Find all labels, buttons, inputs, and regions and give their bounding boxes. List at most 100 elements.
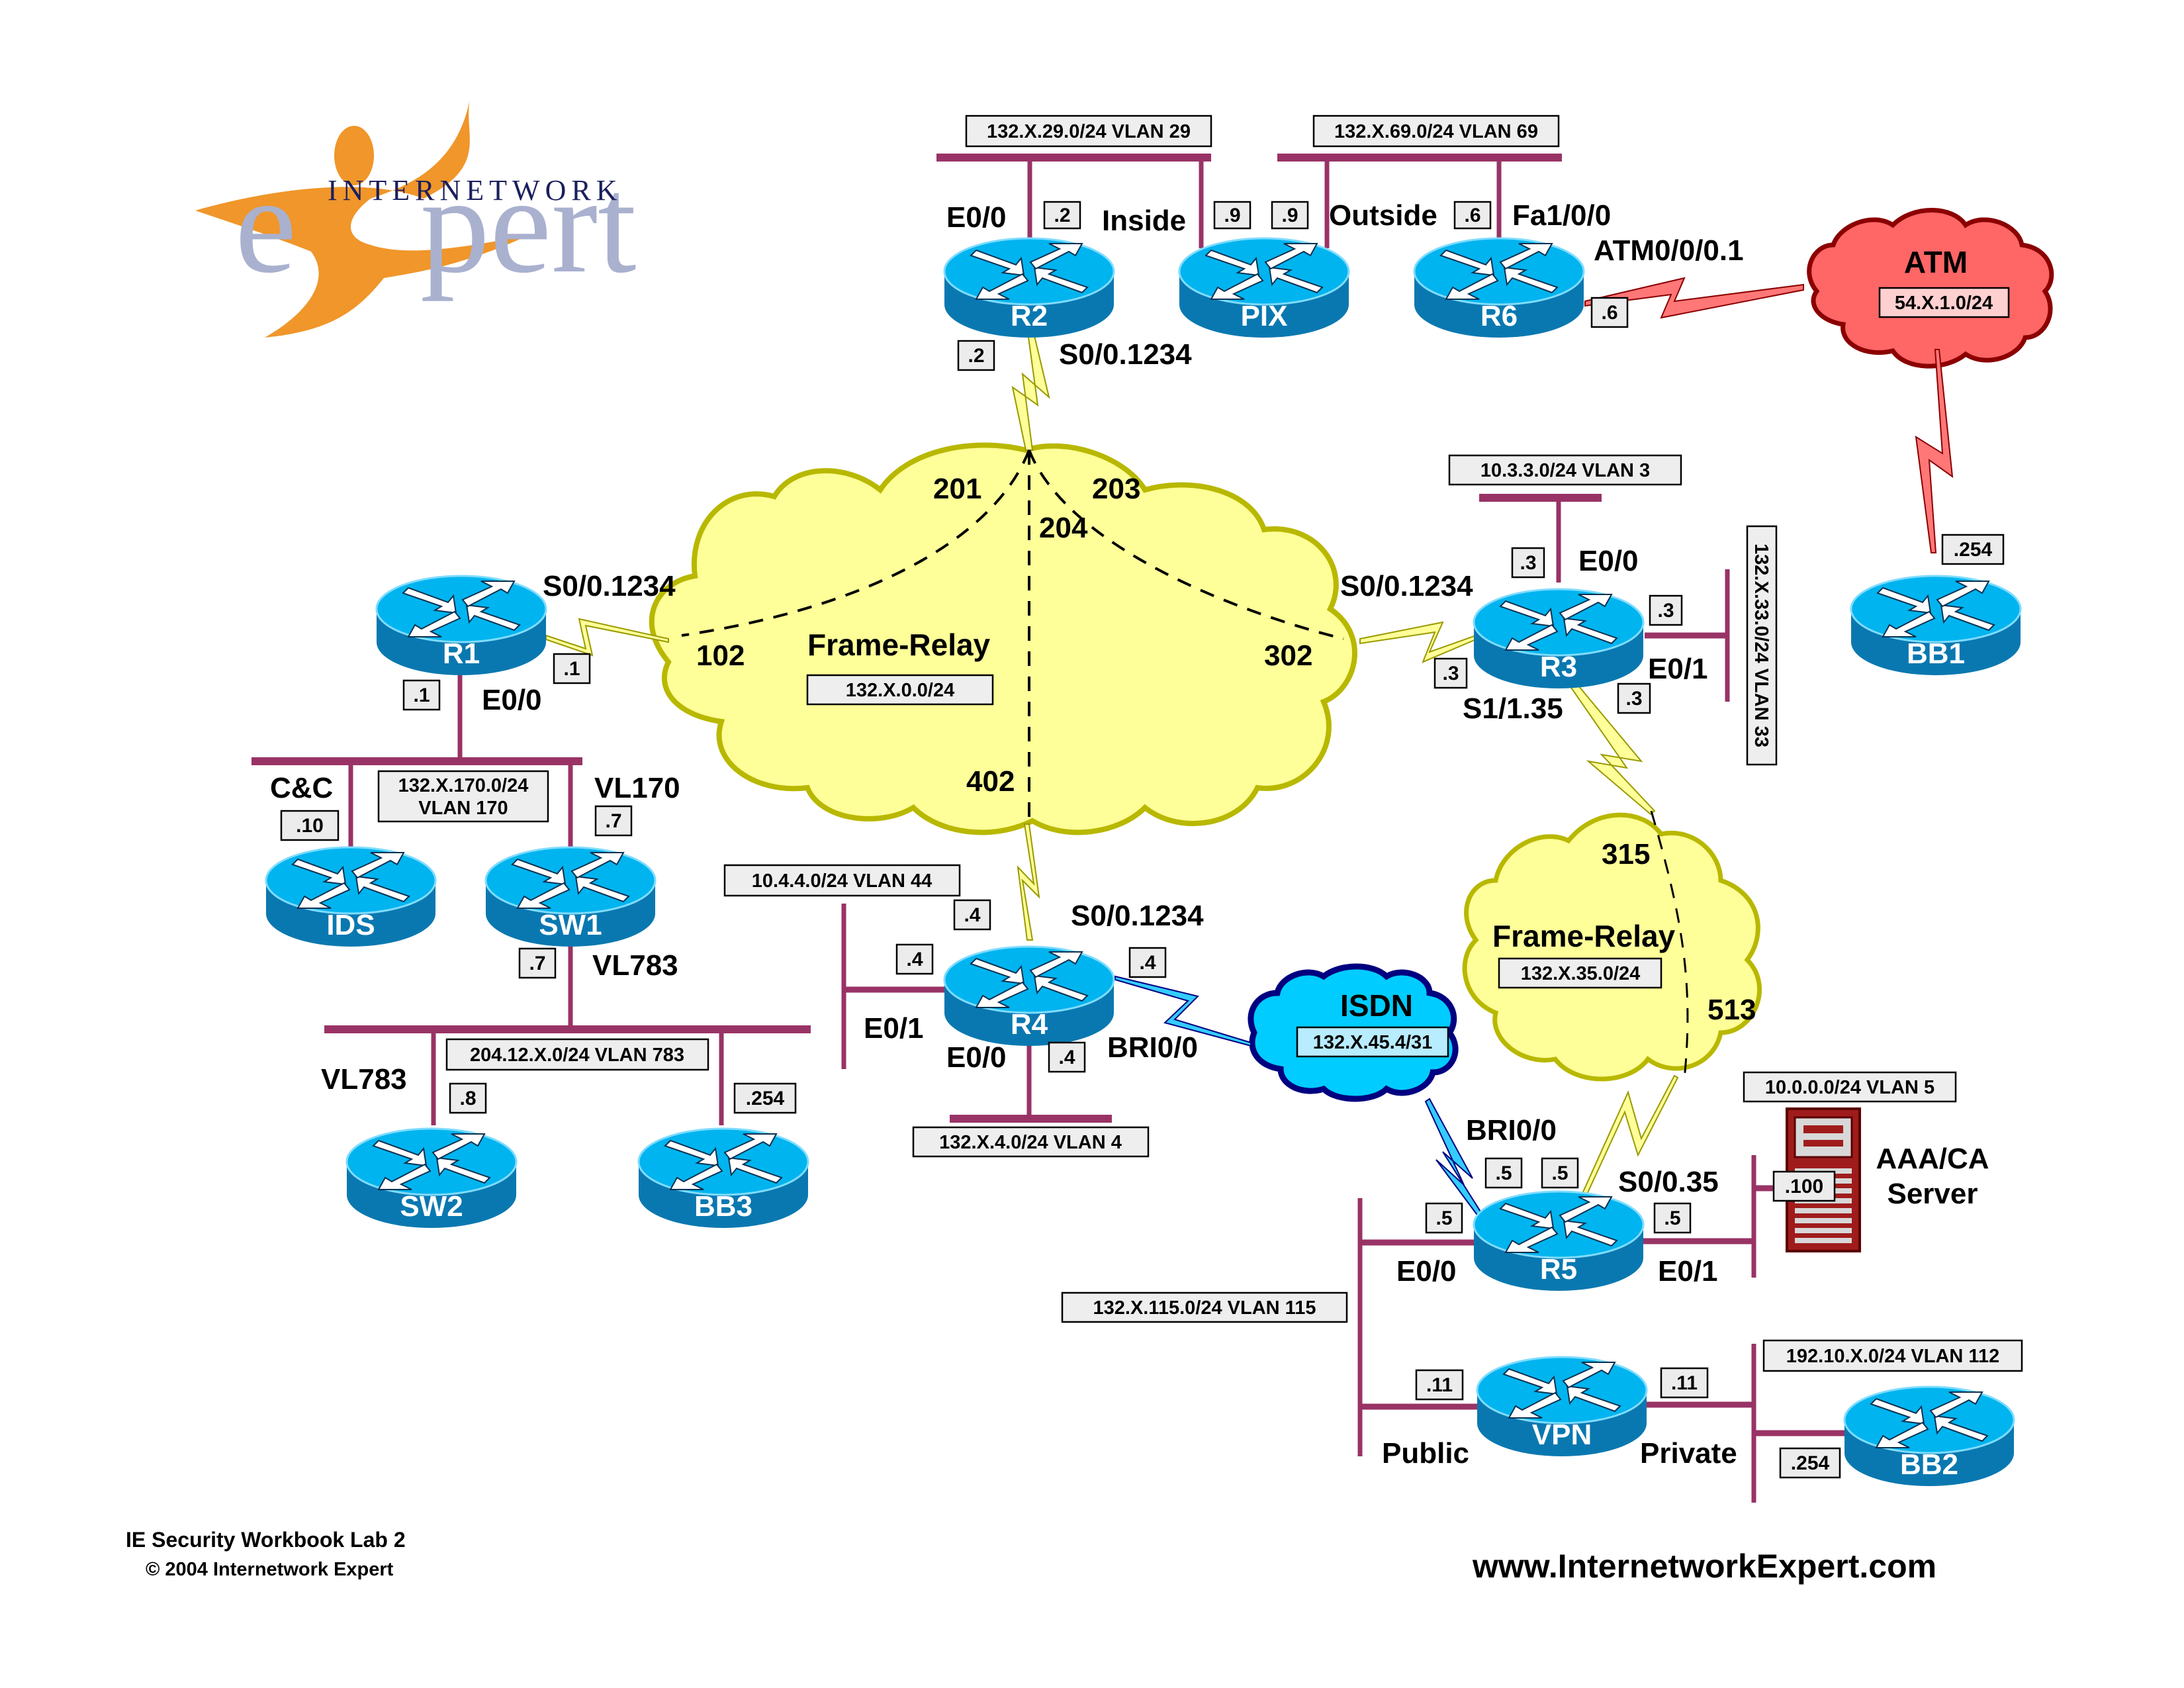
ip-aaa: .100 bbox=[1772, 1170, 1836, 1202]
ip-r4-e01: .4 bbox=[895, 943, 934, 975]
svg-text:192.10.X.0/24 VLAN 112: 192.10.X.0/24 VLAN 112 bbox=[1786, 1346, 1999, 1367]
svg-text:132.X.0.0/24: 132.X.0.0/24 bbox=[846, 680, 954, 701]
svg-text:132.X.35.0/24: 132.X.35.0/24 bbox=[1521, 963, 1641, 984]
if-r1-s0: S0/0.1234 bbox=[543, 570, 676, 602]
svg-text:.10: .10 bbox=[296, 815, 324, 837]
if-r2-s0: S0/0.1234 bbox=[1059, 338, 1192, 371]
ip-r5-e01: .5 bbox=[1653, 1202, 1692, 1234]
ip-bb1: .254 bbox=[1941, 534, 2005, 565]
if-pix-outside: Outside bbox=[1329, 199, 1437, 232]
if-r4-e00: E0/0 bbox=[946, 1041, 1007, 1074]
subnet-vlan44: 10.4.4.0/24 VLAN 44 bbox=[723, 864, 961, 897]
ip-r6-atm: .6 bbox=[1590, 297, 1629, 328]
ip-sw1-vl783: .7 bbox=[518, 947, 557, 979]
footer-copyright: © 2004 Internetwork Expert bbox=[146, 1559, 394, 1580]
if-r6-atm: ATM0/0/0.1 bbox=[1594, 234, 1744, 267]
server-label: Server bbox=[1887, 1178, 1978, 1210]
subnet-vlan69: 132.X.69.0/24 VLAN 69 bbox=[1312, 115, 1560, 148]
router-r4[interactable]: R4 bbox=[943, 945, 1115, 1047]
if-r4-e01: E0/1 bbox=[864, 1012, 924, 1045]
dlci-302: 302 bbox=[1264, 639, 1312, 672]
svg-text:.5: .5 bbox=[1551, 1162, 1568, 1184]
if-vpn-private: Private bbox=[1640, 1437, 1737, 1470]
svg-text:R1: R1 bbox=[443, 637, 480, 670]
dlci-102: 102 bbox=[696, 639, 745, 672]
ip-r2-s0: .2 bbox=[957, 340, 995, 371]
svg-text:.4: .4 bbox=[964, 904, 980, 926]
router-bb2[interactable]: BB2 bbox=[1843, 1385, 2015, 1487]
svg-text:.254: .254 bbox=[1791, 1452, 1830, 1474]
svg-text:VPN: VPN bbox=[1532, 1419, 1592, 1451]
svg-text:132.X.4.0/24 VLAN 4: 132.X.4.0/24 VLAN 4 bbox=[939, 1132, 1122, 1153]
subnet-vlan5: 10.0.0.0/24 VLAN 5 bbox=[1743, 1071, 1957, 1103]
ip-bb2: .254 bbox=[1779, 1447, 1841, 1479]
ip-r5-bri: .5 bbox=[1484, 1157, 1523, 1189]
if-r2-e00: E0/0 bbox=[946, 201, 1007, 234]
if-r4-s0: S0/0.1234 bbox=[1071, 900, 1204, 932]
router-bb3[interactable]: BB3 bbox=[637, 1127, 809, 1229]
svg-text:10.3.3.0/24 VLAN 3: 10.3.3.0/24 VLAN 3 bbox=[1480, 460, 1650, 481]
logo-main-e: e bbox=[235, 148, 296, 302]
router-bb1[interactable]: BB1 bbox=[1850, 575, 2022, 677]
footer-url[interactable]: www.InternetworkExpert.com bbox=[1472, 1548, 1936, 1585]
ip-pix-inside: .9 bbox=[1213, 201, 1251, 230]
svg-text:.2: .2 bbox=[968, 345, 984, 367]
concentrator-vpn[interactable]: VPN bbox=[1476, 1356, 1648, 1458]
serial-link-r4 bbox=[1017, 823, 1040, 941]
svg-text:.4: .4 bbox=[906, 949, 923, 970]
ip-ids: .10 bbox=[280, 810, 340, 841]
atm-title: ATM bbox=[1904, 245, 1968, 279]
ip-pix-outside: .9 bbox=[1271, 201, 1309, 230]
if-r1-e00: E0/0 bbox=[482, 684, 542, 716]
svg-text:.3: .3 bbox=[1625, 688, 1642, 710]
svg-text:.4: .4 bbox=[1058, 1047, 1075, 1068]
atm-subnet: 54.X.1.0/24 bbox=[1878, 287, 2010, 318]
router-r3[interactable]: R3 bbox=[1473, 588, 1645, 690]
svg-text:132.X.115.0/24 VLAN 115: 132.X.115.0/24 VLAN 115 bbox=[1093, 1297, 1316, 1319]
if-r3-e00: E0/0 bbox=[1578, 545, 1639, 577]
serial-link-r2 bbox=[1011, 327, 1050, 451]
svg-text:R2: R2 bbox=[1011, 300, 1048, 332]
ip-r5-s0: .5 bbox=[1541, 1157, 1579, 1189]
svg-text:R6: R6 bbox=[1480, 300, 1518, 332]
svg-text:10.4.4.0/24 VLAN 44: 10.4.4.0/24 VLAN 44 bbox=[752, 870, 932, 892]
if-vpn-public: Public bbox=[1382, 1437, 1469, 1470]
svg-text:.1: .1 bbox=[563, 658, 580, 680]
router-r1[interactable]: R1 bbox=[375, 575, 547, 677]
firewall-pix[interactable]: PIX bbox=[1178, 237, 1350, 339]
serial-link-r1 bbox=[545, 618, 669, 657]
svg-text:204.12.X.0/24 VLAN 783: 204.12.X.0/24 VLAN 783 bbox=[470, 1045, 684, 1066]
svg-text:.100: .100 bbox=[1785, 1176, 1823, 1197]
fr-main-title: Frame-Relay bbox=[807, 628, 991, 662]
serial-link-r3-s1 bbox=[1569, 680, 1656, 816]
if-r5-e01: E0/1 bbox=[1658, 1255, 1718, 1288]
svg-text:132.X.45.4/31: 132.X.45.4/31 bbox=[1313, 1032, 1433, 1053]
svg-text:.11: .11 bbox=[1426, 1374, 1453, 1396]
dlci-513: 513 bbox=[1707, 994, 1756, 1026]
subnet-vlan783: 204.12.X.0/24 VLAN 783 bbox=[445, 1038, 709, 1071]
svg-text:.5: .5 bbox=[1435, 1207, 1452, 1229]
svg-text:PIX: PIX bbox=[1241, 300, 1288, 332]
svg-text:R4: R4 bbox=[1011, 1008, 1048, 1041]
if-r5-bri: BRI0/0 bbox=[1466, 1114, 1557, 1147]
ip-labels: .2 .9 .9 .6 .6 .2 .1 .1 .3 .3 .3 .3 .254… bbox=[280, 201, 2005, 1479]
router-r2[interactable]: R2 bbox=[943, 237, 1115, 339]
svg-text:BB3: BB3 bbox=[694, 1190, 752, 1223]
router-r5[interactable]: R5 bbox=[1473, 1190, 1645, 1292]
subnet-vlan3: 10.3.3.0/24 VLAN 3 bbox=[1448, 454, 1682, 486]
switch-sw2[interactable]: SW2 bbox=[345, 1127, 518, 1229]
ip-r3-e01: .3 bbox=[1649, 594, 1683, 626]
svg-text:.3: .3 bbox=[1520, 552, 1536, 574]
svg-text:.9: .9 bbox=[1281, 205, 1298, 226]
svg-text:.4: .4 bbox=[1139, 952, 1156, 974]
interface-labels: E0/0 Inside Outside Fa1/0/0 ATM0/0/0.1 S… bbox=[270, 199, 1744, 1470]
if-sw2-vl783: VL783 bbox=[321, 1063, 407, 1096]
ip-r1-e00: .1 bbox=[402, 679, 441, 711]
switch-sw1[interactable]: SW1 bbox=[484, 846, 657, 948]
ip-sw1-vl170: .7 bbox=[594, 805, 633, 837]
serial-link-r3 bbox=[1359, 621, 1477, 663]
sensor-ids[interactable]: IDS bbox=[265, 846, 437, 948]
svg-text:.3: .3 bbox=[1657, 600, 1674, 622]
router-r6[interactable]: R6 bbox=[1413, 237, 1585, 339]
